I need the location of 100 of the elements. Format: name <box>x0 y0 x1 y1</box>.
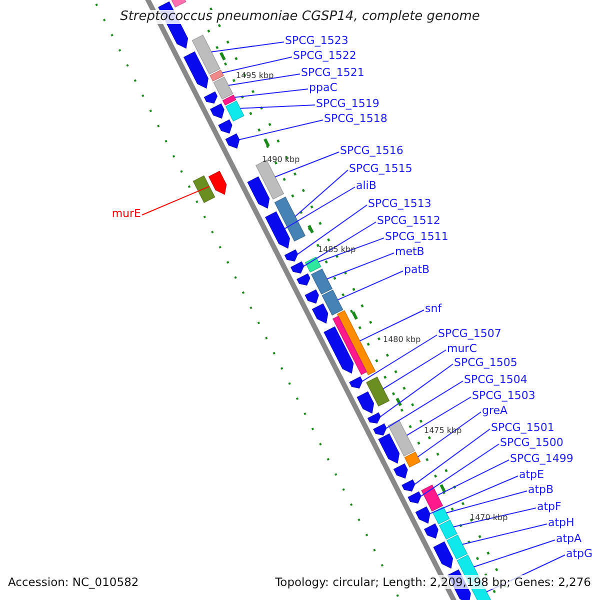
leader-line <box>386 380 464 429</box>
leader-line <box>406 396 472 436</box>
gene-label: SPCG_1511 <box>385 230 448 244</box>
gene-label: SPCG_1512 <box>377 214 440 228</box>
gene-feature <box>336 310 376 376</box>
title: Streptococcus pneumoniae CGSP14, complete genome <box>120 10 480 24</box>
gene-feature <box>222 94 236 106</box>
leader-line <box>234 88 308 98</box>
gene-label: atpG <box>566 547 593 561</box>
leader-line <box>326 252 394 280</box>
gene-feature <box>438 520 458 540</box>
gene-label: atpF <box>537 500 562 514</box>
gene-feature <box>393 463 408 479</box>
leader-line <box>297 204 368 255</box>
gene-label: aliB <box>356 179 376 193</box>
gene-label: SPCG_1505 <box>454 356 518 370</box>
gene-feature <box>208 170 227 195</box>
gene-feature <box>404 452 421 468</box>
leader-line <box>446 490 528 514</box>
gene-label: SPCG_1522 <box>293 49 356 63</box>
gene-feature <box>247 176 270 209</box>
leader-line <box>222 56 292 74</box>
gene-feature <box>284 249 298 262</box>
gene-label: SPCG_1519 <box>316 97 380 111</box>
gene-label: SPCG_1504 <box>464 373 528 387</box>
gene-feature <box>322 290 344 316</box>
gene-feature <box>373 423 387 436</box>
gene-label: atpB <box>528 483 554 497</box>
scale-label: 1480 kbp <box>383 335 421 345</box>
gene-label: metB <box>395 245 424 259</box>
gene-label: SPCG_1516 <box>340 144 404 158</box>
gene-feature <box>366 376 390 407</box>
scale-label: 1490 kbp <box>262 155 300 165</box>
leader-line <box>380 364 454 418</box>
gene-feature <box>324 326 354 374</box>
gene-label: SPCG_1523 <box>285 34 348 48</box>
leader-line <box>274 152 340 178</box>
gene-feature <box>192 175 216 204</box>
gene-label: atpA <box>556 532 582 546</box>
gene-feature <box>311 268 333 295</box>
gene-label: ppaC <box>309 81 338 95</box>
gene-feature <box>408 491 422 504</box>
leader-line <box>382 350 446 390</box>
leader-line <box>359 310 424 342</box>
gene-label: SPCG_1500 <box>500 436 564 450</box>
gene-feature <box>204 91 218 104</box>
gene-label: SPCG_1518 <box>324 112 388 126</box>
gene-label: SPCG_1507 <box>438 327 502 341</box>
gene-feature <box>192 34 220 75</box>
leader-line <box>414 428 490 485</box>
leader-line <box>337 270 404 300</box>
leader-line <box>362 334 438 382</box>
gene-feature <box>210 70 224 82</box>
leader-line <box>303 222 376 267</box>
gene-label: snf <box>425 302 442 316</box>
gene-feature <box>171 0 186 8</box>
gene-feature <box>332 316 368 375</box>
gene-label: SPCG_1515 <box>349 162 412 176</box>
gene-feature <box>304 289 319 304</box>
scale-label: 1495 kbp <box>236 71 274 81</box>
gene-label: atpH <box>548 516 574 530</box>
gene-feature <box>274 196 306 242</box>
gene-feature <box>433 541 454 569</box>
gene-feature <box>402 479 416 492</box>
gene-label: greA <box>482 404 508 418</box>
gene-feature <box>424 523 438 539</box>
leader-line <box>318 238 384 262</box>
leader-line <box>420 444 500 497</box>
gene-feature <box>312 303 328 324</box>
gene-label: murC <box>447 342 477 356</box>
leader-line <box>429 476 518 514</box>
gene-feature <box>265 211 290 249</box>
gene-label: SPCG_1521 <box>301 66 364 80</box>
leader-line <box>417 412 482 458</box>
leader-line <box>284 186 356 230</box>
gene-feature <box>225 100 244 122</box>
leader-line <box>436 460 510 496</box>
gene-feature <box>421 484 444 512</box>
leader-line <box>142 186 210 216</box>
gene-feature <box>388 420 416 457</box>
gene-feature <box>296 273 310 286</box>
gene-label: SPCG_1503 <box>472 389 536 403</box>
leader-line <box>453 508 536 528</box>
gene-label: patB <box>404 263 430 277</box>
leader-line <box>294 170 348 217</box>
gene-label: SPCG_1513 <box>368 197 432 211</box>
leader-line <box>240 104 316 109</box>
gene-feature <box>225 133 240 149</box>
gene-feature <box>304 256 322 273</box>
leader-line <box>210 42 284 52</box>
gene-feature <box>378 433 400 464</box>
accession-text: Accession: NC_010582 <box>8 575 139 589</box>
gene-label: murE <box>112 207 141 221</box>
leader-line <box>462 524 548 545</box>
genome-info-text: Topology: circular; Length: 2,209,198 bp; Genes: 2,276 <box>275 575 591 589</box>
gene-feature <box>446 534 468 560</box>
gene-feature <box>367 412 381 424</box>
gene-feature <box>356 391 374 414</box>
gene-feature <box>290 261 304 274</box>
gene-feature <box>210 103 224 119</box>
